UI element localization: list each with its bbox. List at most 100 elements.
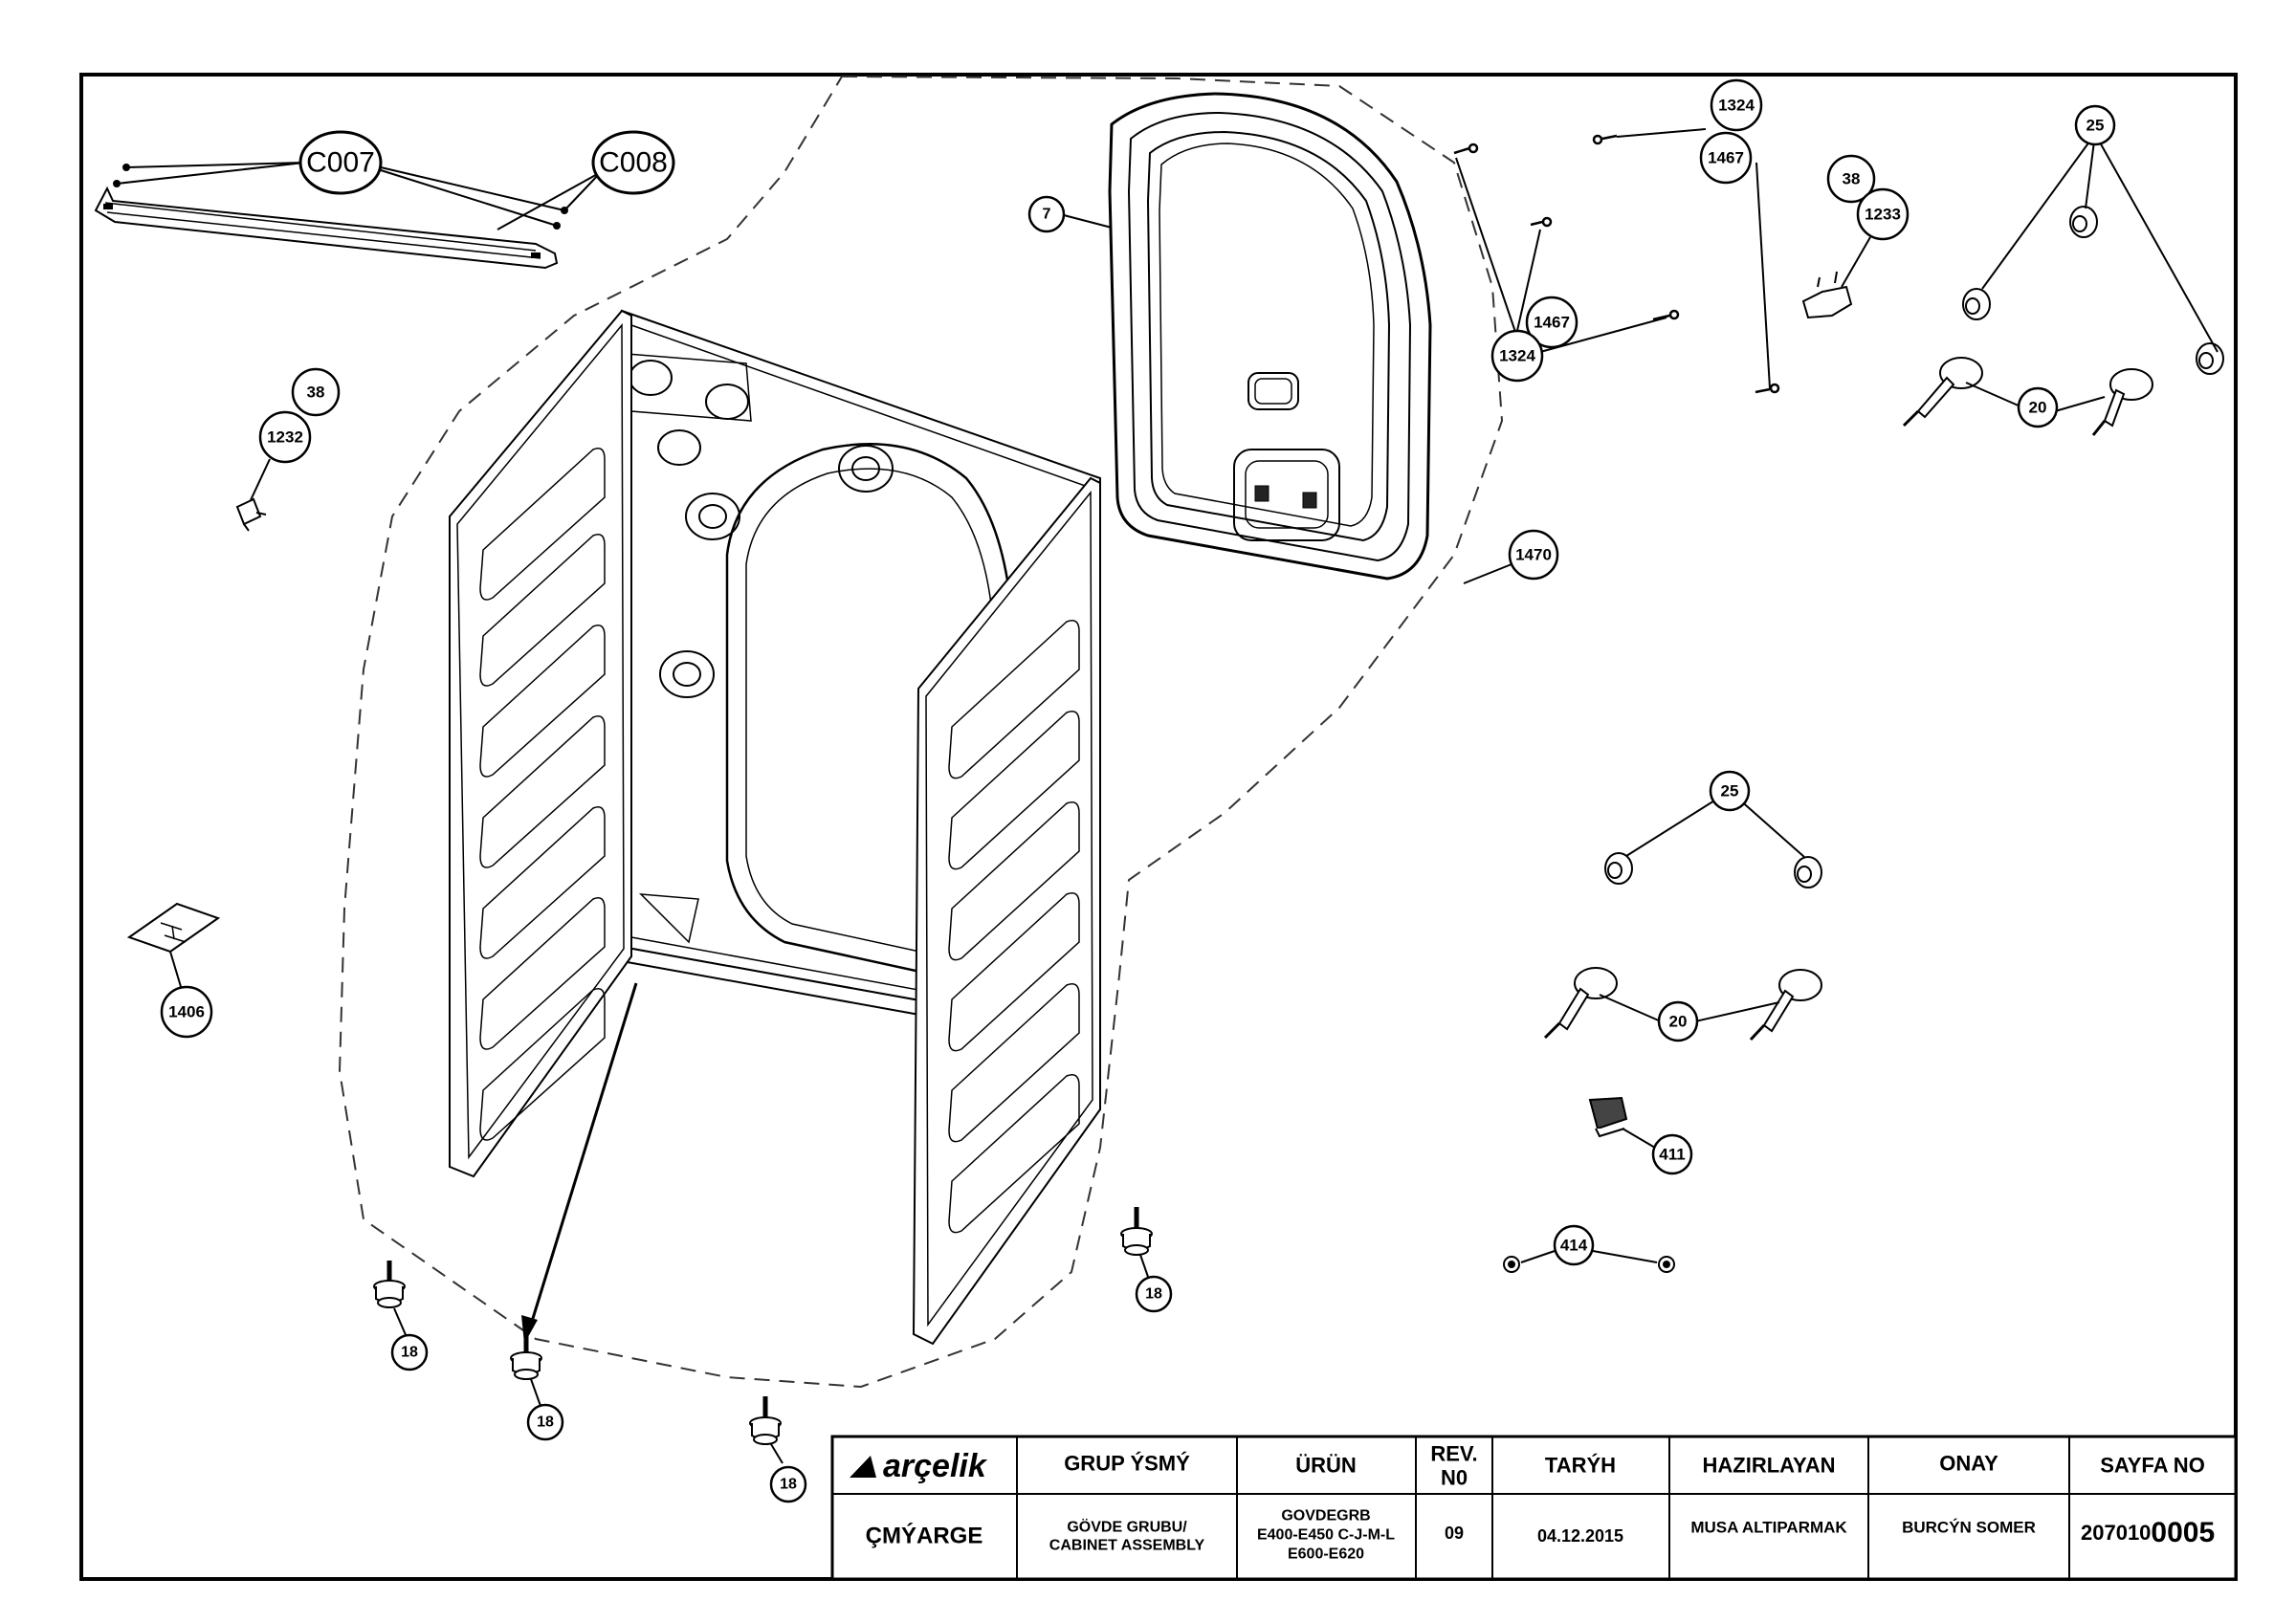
leaders-18 bbox=[393, 1254, 1149, 1464]
prepared-header: HAZIRLAYAN bbox=[1703, 1454, 1836, 1478]
leader-1232 bbox=[250, 458, 271, 501]
svg-text:20: 20 bbox=[1669, 1013, 1688, 1031]
label-part-1406 bbox=[126, 902, 221, 954]
leader-1406 bbox=[169, 951, 183, 991]
rev-value: 09 bbox=[1445, 1524, 1464, 1543]
leaders-414 bbox=[1520, 1250, 1658, 1263]
svg-text:414: 414 bbox=[1560, 1237, 1588, 1255]
svg-text:arçelik: arçelik bbox=[883, 1448, 988, 1484]
callout-1470: 1470 bbox=[1508, 529, 1559, 581]
page-value: 2070100005 bbox=[2081, 1517, 2215, 1548]
svg-text:1233: 1233 bbox=[1865, 206, 1901, 224]
callout-1324-top: 1324 bbox=[1710, 78, 1763, 132]
leader-7 bbox=[1063, 214, 1113, 229]
callout-38-top: 38 bbox=[1826, 154, 1876, 204]
callout-18-c: 18 bbox=[769, 1465, 807, 1503]
svg-text:1232: 1232 bbox=[267, 428, 303, 447]
approved-value: BURCÝN SOMER bbox=[1902, 1519, 2036, 1537]
leaders-20-top bbox=[1965, 382, 2106, 412]
brand-department: ÇMÝARGE bbox=[866, 1523, 983, 1549]
callout-414: 414 bbox=[1553, 1224, 1595, 1266]
svg-text:C008: C008 bbox=[599, 147, 668, 179]
svg-text:20: 20 bbox=[2029, 399, 2047, 417]
top-rail-part bbox=[94, 164, 568, 270]
leader-1233 bbox=[1841, 236, 1871, 288]
group-value-line2: CABINET ASSEMBLY bbox=[1049, 1538, 1205, 1554]
callout-38-left: 38 bbox=[291, 367, 341, 417]
assembly-envelope-dashed bbox=[338, 75, 1504, 1389]
svg-text:7: 7 bbox=[1043, 207, 1051, 223]
cabinet-body bbox=[449, 309, 1101, 1346]
date-header: TARÝH bbox=[1545, 1454, 1616, 1478]
callout-c007: C007 bbox=[298, 130, 383, 195]
foot-b bbox=[510, 1334, 542, 1380]
callout-1324-mid: 1324 bbox=[1490, 329, 1544, 383]
c007-leaders bbox=[116, 162, 602, 230]
callout-1467-top: 1467 bbox=[1699, 131, 1753, 185]
svg-text:38: 38 bbox=[307, 384, 325, 402]
brand-logo: arçelik bbox=[850, 1448, 988, 1484]
group-header: GRUP ÝSMÝ bbox=[1064, 1452, 1190, 1476]
svg-text:1467: 1467 bbox=[1534, 314, 1570, 332]
foot-d bbox=[1120, 1207, 1153, 1256]
svg-text:C007: C007 bbox=[306, 147, 375, 179]
svg-text:25: 25 bbox=[1721, 782, 1739, 801]
product-value-line3: E600-E620 bbox=[1288, 1546, 1364, 1563]
svg-text:25: 25 bbox=[2086, 117, 2105, 135]
callout-7: 7 bbox=[1027, 195, 1066, 233]
rev-header-line2: N0 bbox=[1441, 1466, 1468, 1490]
clip-part-1232 bbox=[235, 497, 267, 532]
product-header: ÜRÜN bbox=[1295, 1454, 1357, 1478]
left-side-ribs bbox=[479, 448, 606, 1141]
callout-1233: 1233 bbox=[1856, 187, 1910, 241]
foot-c bbox=[749, 1396, 782, 1445]
callout-18-d: 18 bbox=[1135, 1275, 1173, 1313]
absorbers-top bbox=[1902, 357, 2153, 436]
page-value-number: 0005 bbox=[2151, 1517, 2215, 1548]
svg-text:1324: 1324 bbox=[1718, 97, 1755, 115]
foot-a bbox=[373, 1261, 406, 1308]
product-value-line2: E400-E450 C-J-M-L bbox=[1257, 1527, 1395, 1544]
callout-25-top: 25 bbox=[2074, 104, 2116, 146]
svg-text:38: 38 bbox=[1843, 170, 1861, 188]
callout-18-b: 18 bbox=[526, 1403, 564, 1441]
svg-text:18: 18 bbox=[780, 1477, 797, 1493]
bracket-part-411 bbox=[1588, 1096, 1628, 1138]
group-value-line1: GÖVDE GRUBU/ bbox=[1067, 1518, 1187, 1536]
svg-text:18: 18 bbox=[537, 1415, 554, 1431]
callout-1232: 1232 bbox=[258, 410, 312, 464]
bushings-top bbox=[1962, 206, 2224, 375]
clips-414 bbox=[1503, 1256, 1675, 1273]
rev-header-line1: REV. bbox=[1430, 1442, 1477, 1466]
leader-1470 bbox=[1463, 561, 1517, 584]
svg-text:18: 18 bbox=[401, 1345, 418, 1361]
absorbers-mid bbox=[1543, 967, 1822, 1042]
right-side-ribs bbox=[948, 620, 1080, 1234]
callout-20-top: 20 bbox=[2017, 386, 2059, 428]
date-value: 04.12.2015 bbox=[1537, 1526, 1623, 1546]
callout-25-mid: 25 bbox=[1709, 770, 1751, 812]
callout-411: 411 bbox=[1651, 1133, 1693, 1175]
page-header: SAYFA NO bbox=[2100, 1454, 2205, 1478]
clip-part-1233 bbox=[1801, 271, 1853, 319]
bushings-mid bbox=[1604, 852, 1822, 888]
product-value-line1: GOVDEGRB bbox=[1281, 1508, 1370, 1524]
page-value-prefix: 207010 bbox=[2081, 1521, 2151, 1545]
callout-1467-mid: 1467 bbox=[1525, 296, 1578, 349]
svg-text:1406: 1406 bbox=[168, 1003, 205, 1021]
svg-text:411: 411 bbox=[1659, 1146, 1685, 1164]
svg-text:1470: 1470 bbox=[1515, 546, 1552, 564]
svg-text:1324: 1324 bbox=[1499, 347, 1535, 365]
callout-c008: C008 bbox=[591, 130, 675, 195]
svg-text:1467: 1467 bbox=[1708, 149, 1744, 167]
door-frame-part bbox=[1108, 92, 1432, 581]
approved-header: ONAY bbox=[1939, 1452, 1998, 1476]
callout-20-mid: 20 bbox=[1657, 1000, 1699, 1042]
title-block: arçelik ÇMÝARGE GRUP ÝSMÝ GÖVDE GRUBU/ C… bbox=[830, 1435, 2238, 1581]
svg-text:18: 18 bbox=[1145, 1286, 1162, 1303]
screws-top bbox=[1453, 134, 1780, 394]
leaders-25-top bbox=[1981, 133, 2219, 353]
callout-1406: 1406 bbox=[160, 985, 213, 1039]
callout-18-a: 18 bbox=[390, 1333, 429, 1371]
